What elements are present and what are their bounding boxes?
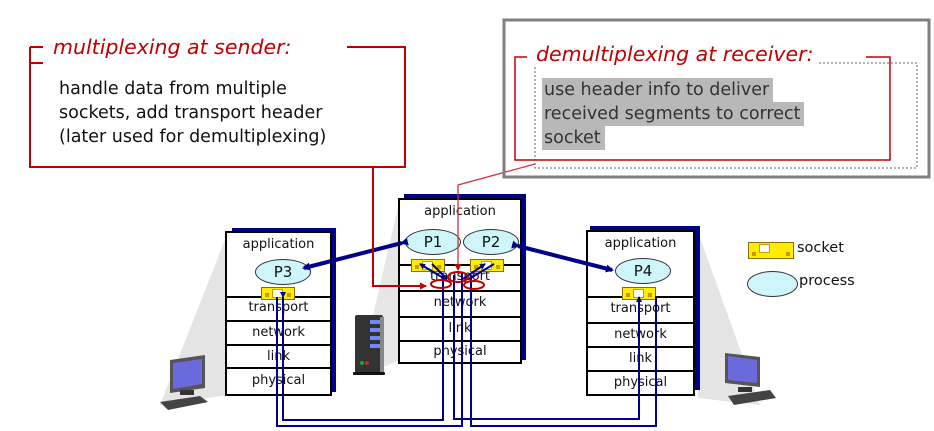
demux-outer-frame [502,18,931,179]
connector-demux [454,163,536,271]
layer-link: link [227,344,330,367]
demux-selection-box [534,62,918,169]
arrow-into-socket-p1 [419,263,446,280]
mux-callout-frame [29,46,406,168]
process-p2: P2 [463,229,519,255]
connector-mux [372,167,427,290]
line-socket-p1 [431,263,448,280]
layer-application: application [604,236,677,251]
layer-network: network [400,290,520,316]
layer-link: link [588,346,693,370]
legend-process-icon [747,271,798,297]
demux-line-1[interactable]: use header info to deliver [542,78,774,102]
mux-callout-body: handle data from multiple sockets, add t… [59,79,327,147]
layer-physical: physical [400,340,520,364]
process-p3: P3 [255,259,311,285]
desktop-computer-icon-left [160,355,208,410]
arrow-p1-p3 [302,237,409,271]
legend-process-label: process [799,273,855,289]
path-p4-outer [470,275,657,427]
layer-application: application [424,204,496,219]
legend-socket-icon [748,242,794,259]
demux-callout-frame [514,56,891,161]
layer-application: application [242,237,315,252]
layer-physical: physical [227,367,330,396]
mux-point-3 [463,280,485,290]
socket-p3 [261,287,295,300]
process-p1: P1 [405,229,461,255]
path-p3-inner [280,275,444,421]
process-p4: P4 [615,258,671,284]
layer-network: network [227,320,330,344]
mux-callout-title: multiplexing at sender: [47,34,298,60]
mux-point-1 [430,279,452,289]
demux-line-2[interactable]: received segments to correct [542,102,805,126]
desktop-computer-icon-right [725,353,776,405]
layer-physical: physical [588,370,693,396]
path-p4-inner [453,275,642,420]
server-icon [353,315,385,375]
arrow-into-socket-p2 [462,263,486,280]
line-socket-p2 [468,263,495,280]
demux-callout-title: demultiplexing at receiver: [531,41,819,67]
path-p3-outer [276,272,463,427]
demux-line-3[interactable]: socket [542,126,605,150]
legend-socket-label: socket [797,240,844,256]
layer-network: network [588,322,693,346]
arrow-p2-p4 [511,240,614,273]
mux-point-2 [447,271,469,283]
demux-callout-body[interactable]: use header info to deliver received segm… [542,78,805,150]
